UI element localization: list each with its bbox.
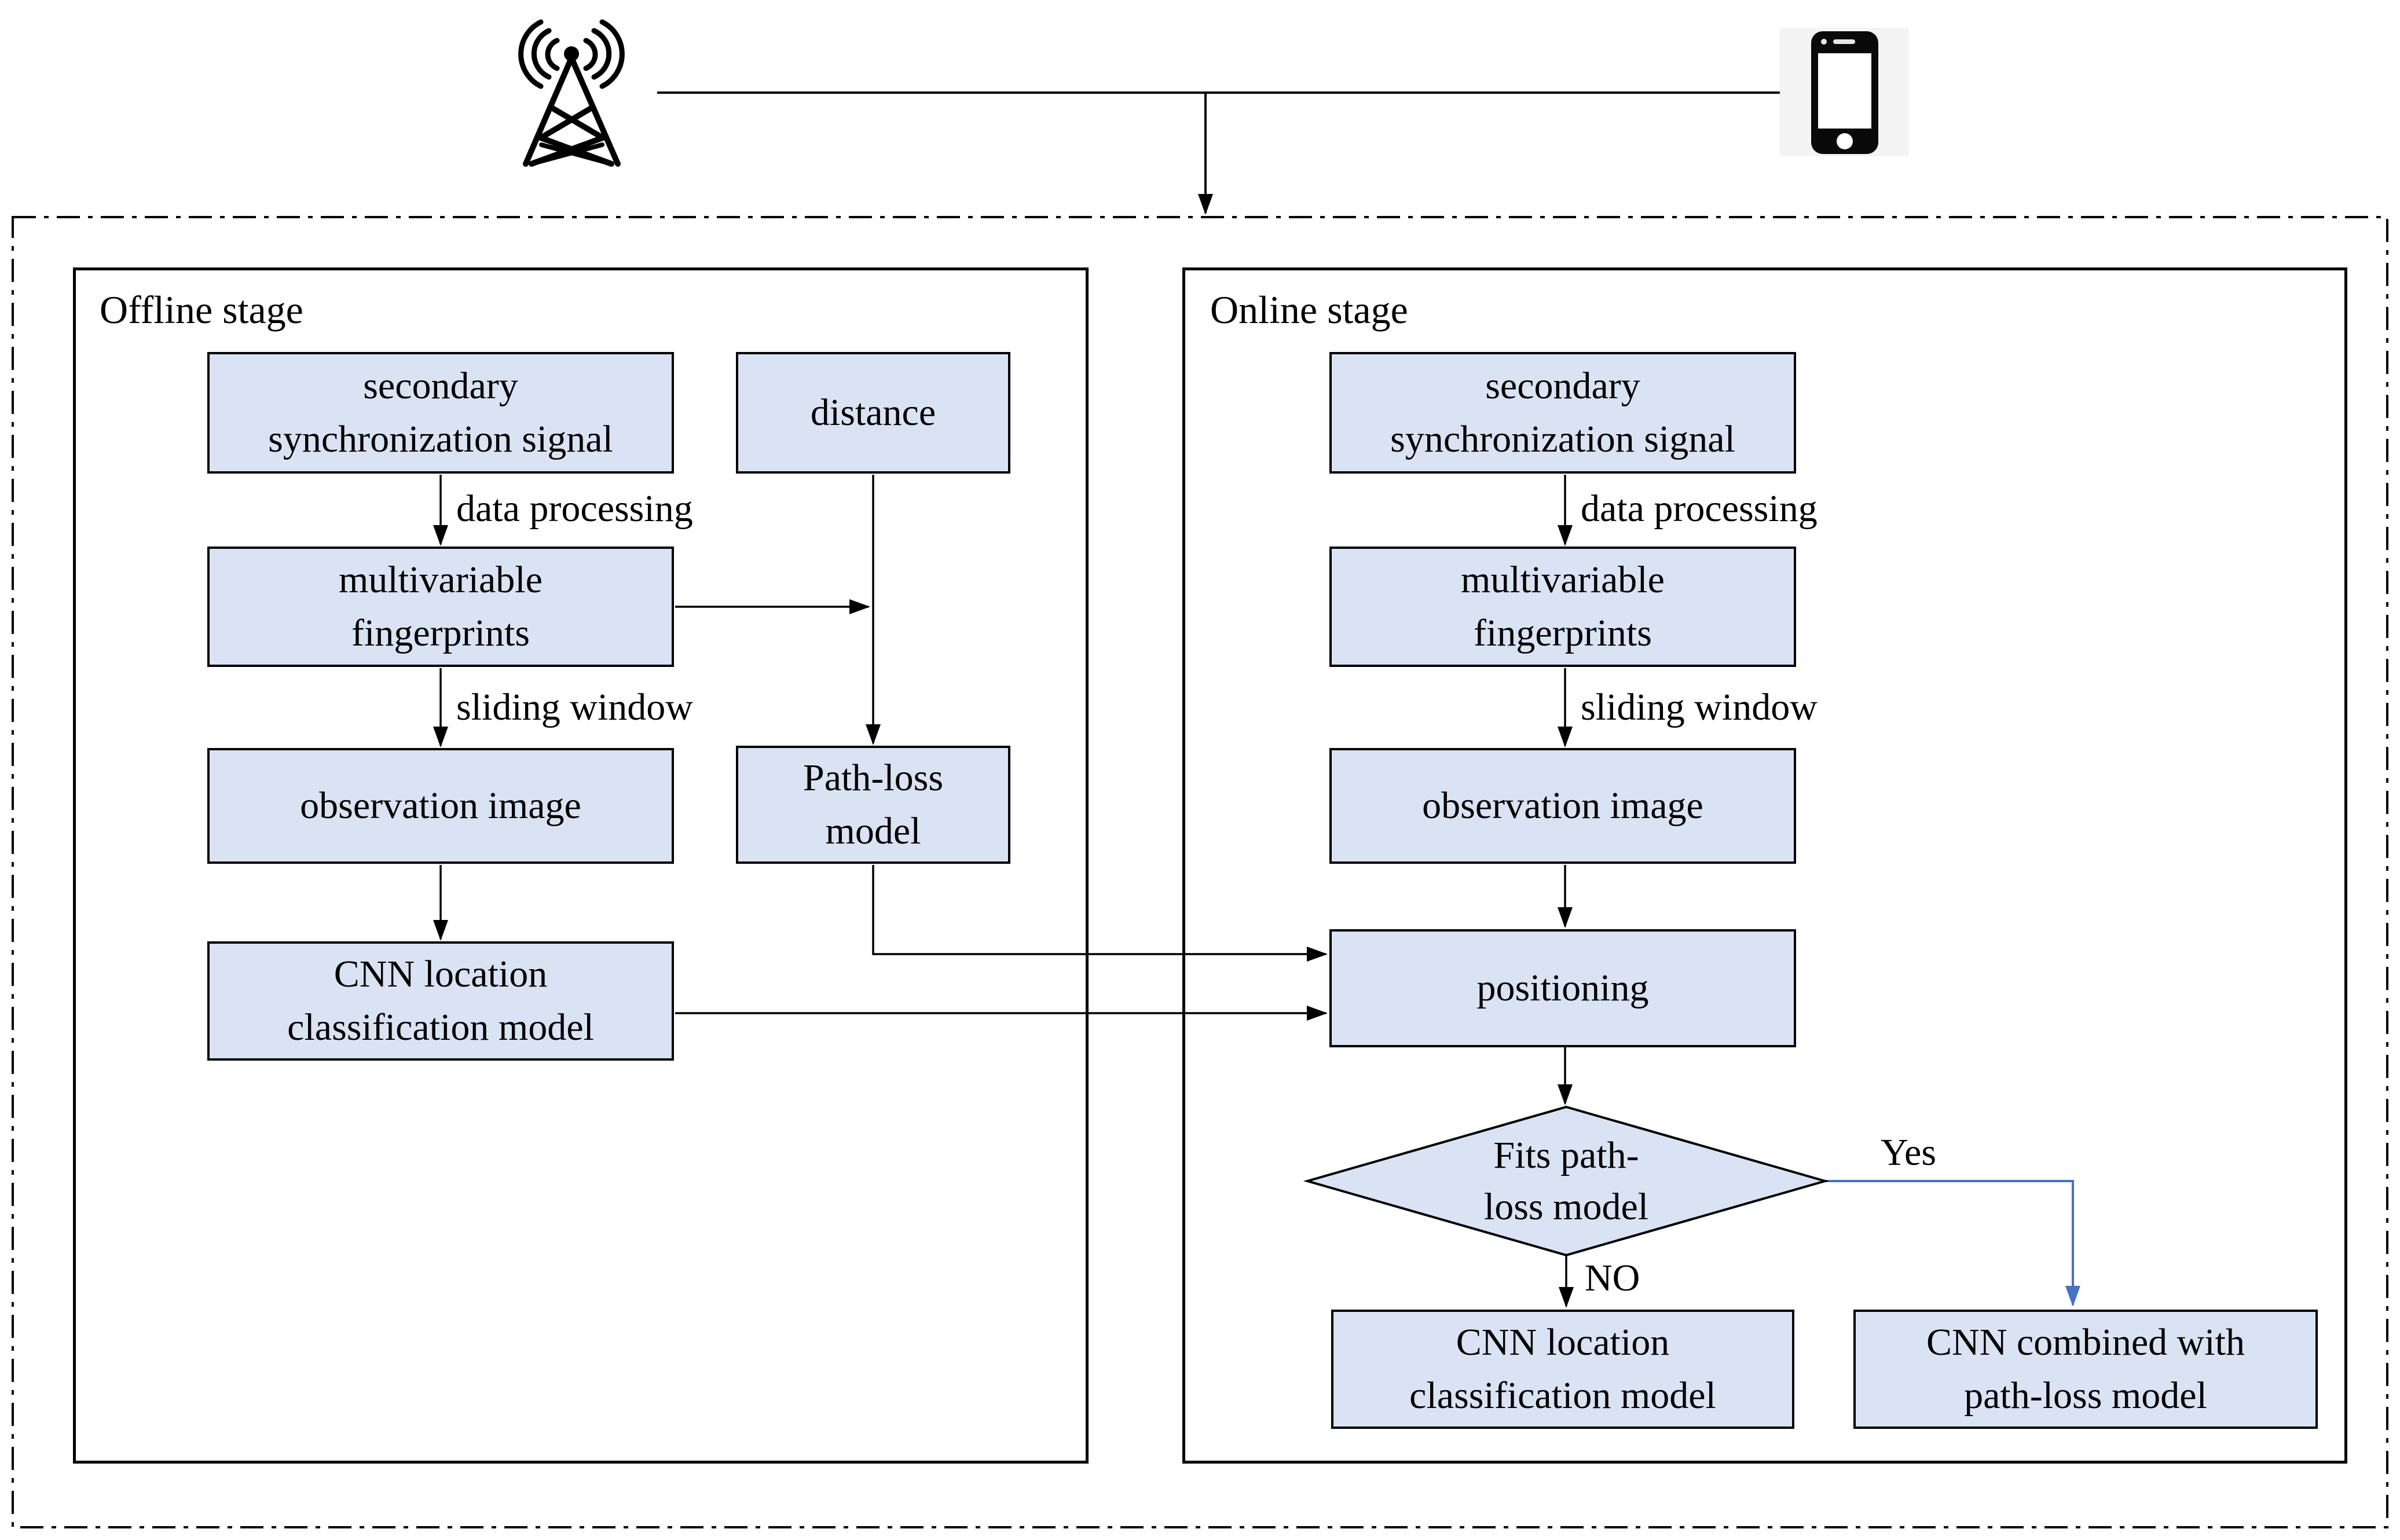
antenna-icon [518, 19, 625, 167]
offline-observation-box: observation image [207, 748, 674, 864]
decision-diamond [1303, 1105, 1830, 1257]
pathloss-model-label: Path-loss model [803, 756, 944, 852]
offline-secondary-sync-box: secondary synchronization signal [207, 352, 674, 474]
offline-data-processing-label: data processing [456, 487, 693, 530]
online-cnn-box: CNN location classification model [1331, 1310, 1794, 1429]
online-cnn-label: CNN location classification model [1409, 1321, 1716, 1417]
offline-observation-label: observation image [300, 784, 581, 827]
positioning-box: positioning [1329, 929, 1796, 1047]
offline-cnn-label: CNN location classification model [287, 952, 594, 1048]
pathloss-model-box: Path-loss model [736, 746, 1010, 864]
online-sliding-window-label: sliding window [1581, 686, 1818, 728]
offline-cnn-box: CNN location classification model [207, 941, 674, 1061]
offline-sliding-window-label: sliding window [456, 686, 693, 728]
offline-multivariable-label: multivariable fingerprints [339, 558, 543, 654]
offline-secondary-sync-label: secondary synchronization signal [268, 364, 613, 460]
smartphone-icon [1780, 28, 1908, 156]
online-multivariable-label: multivariable fingerprints [1461, 558, 1665, 654]
offline-stage-title: Offline stage [100, 288, 303, 332]
dashed-boundary [12, 216, 2388, 1528]
decision-yes-label: Yes [1881, 1131, 1937, 1174]
offline-stage-panel [73, 267, 1089, 1464]
arrow-pathloss-to-positioning [872, 865, 1328, 962]
arrow-decision-yes-to-combined [1825, 1180, 2080, 1307]
online-observation-label: observation image [1422, 784, 1703, 827]
decision-label: Fits path- loss model [1483, 1134, 1649, 1228]
decision-no-label: NO [1585, 1257, 1640, 1299]
distance-box: distance [736, 352, 1010, 474]
cnn-combined-label: CNN combined with path-loss model [1926, 1321, 2245, 1417]
online-observation-box: observation image [1329, 748, 1796, 864]
online-data-processing-label: data processing [1581, 487, 1818, 530]
online-stage-title: Online stage [1210, 288, 1408, 332]
online-stage-panel [1182, 267, 2347, 1464]
cnn-combined-box: CNN combined with path-loss model [1853, 1310, 2318, 1429]
positioning-label: positioning [1476, 966, 1649, 1009]
distance-label: distance [810, 391, 936, 434]
offline-multivariable-box: multivariable fingerprints [207, 547, 674, 667]
online-multivariable-box: multivariable fingerprints [1329, 547, 1796, 667]
online-secondary-sync-box: secondary synchronization signal [1329, 352, 1796, 474]
online-secondary-sync-label: secondary synchronization signal [1390, 364, 1735, 460]
